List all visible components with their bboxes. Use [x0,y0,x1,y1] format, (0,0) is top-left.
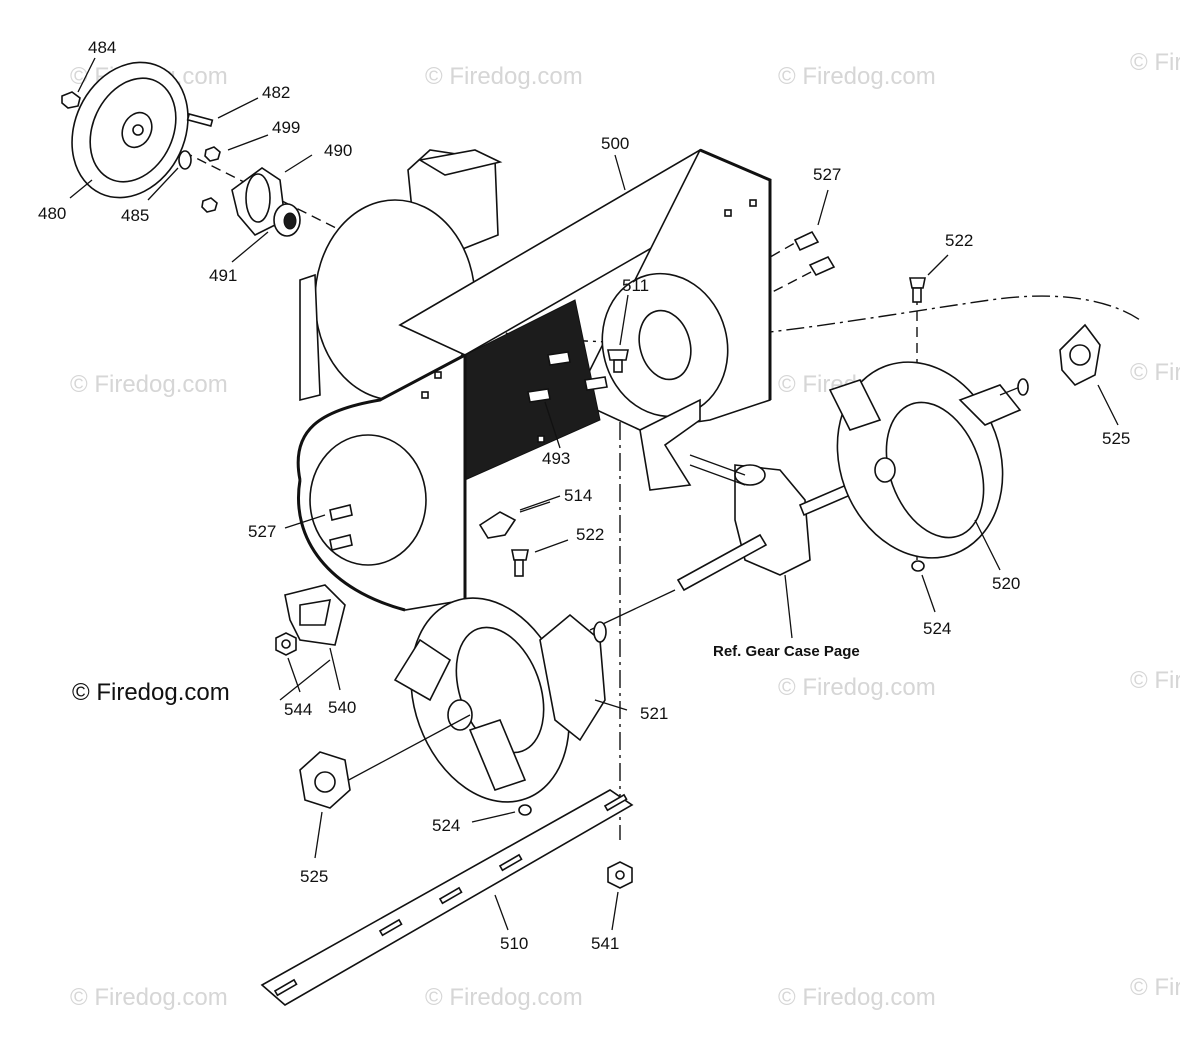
watermark: © Firedog.com [778,984,936,1011]
label-500: 500 [601,134,629,153]
label-544: 544 [284,700,312,719]
bearing-flange-490 [231,167,286,236]
part-labels: 484 482 499 490 480 485 491 500 527 522 … [38,38,1130,953]
watermark: © Firedog.com [1130,667,1180,694]
label-522-left: 522 [576,525,604,544]
shave-plate-510 [260,789,634,1006]
label-482: 482 [262,83,290,102]
nut-524-right [911,560,925,572]
bolt-527-right [793,230,836,277]
watermark: © Firedog.com [70,984,228,1011]
watermark: © Firedog.com [1130,974,1180,1001]
watermark: © Firedog.com [425,984,583,1011]
auger-520 [828,361,1029,559]
leader-lines [69,57,1119,931]
nut-484 [61,91,81,109]
label-511: 511 [622,276,649,295]
gear-case [639,398,864,592]
brand-watermark: © Firedog.com [72,679,230,706]
label-491: 491 [209,266,237,285]
pulley-480 [71,61,189,199]
bolt-493 [527,351,608,403]
label-521: 521 [640,704,668,723]
label-541: 541 [591,934,619,953]
watermark: © Firedog.com [70,371,228,398]
watermark: © Firedog.com [778,674,936,701]
label-524-left: 524 [432,816,460,835]
gear-case-reference: Ref. Gear Case Page [713,643,860,660]
key-482 [186,113,214,127]
label-525-right: 525 [1102,429,1130,448]
label-520: 520 [992,574,1020,593]
bearing-525-right [1059,323,1101,386]
label-524-right: 524 [923,619,951,638]
label-527-left: 527 [248,522,276,541]
label-490: 490 [324,141,352,160]
auger-housing-500 [296,148,772,612]
label-514: 514 [564,486,592,505]
label-527-right: 527 [813,165,841,184]
label-493: 493 [542,449,570,468]
washer-485 [178,150,192,170]
watermark: © Firedog.com [425,63,583,90]
label-499: 499 [272,118,300,137]
label-510: 510 [500,934,528,953]
watermark: © Firedog.com [1130,49,1180,76]
watermark: © Firedog.com [1130,359,1180,386]
watermark: © Firedog.com [778,63,936,90]
nut-541 [607,861,633,889]
label-525-left: 525 [300,867,328,886]
label-485: 485 [121,206,149,225]
label-540: 540 [328,698,356,717]
label-484: 484 [88,38,116,57]
label-522-right: 522 [945,231,973,250]
label-480: 480 [38,204,66,223]
bolt-527-left [329,504,353,551]
nut-499 [201,146,221,213]
bolt-522-left [511,549,529,577]
bolt-511 [607,349,629,373]
bearing-491 [273,203,301,237]
auger-521 [329,589,676,803]
skid-540 [284,584,346,646]
bolt-522-right [909,277,926,303]
bolt-514 [478,501,551,539]
nut-544 [275,632,297,656]
bearing-525-left [299,751,351,809]
nut-524-left [518,804,532,816]
